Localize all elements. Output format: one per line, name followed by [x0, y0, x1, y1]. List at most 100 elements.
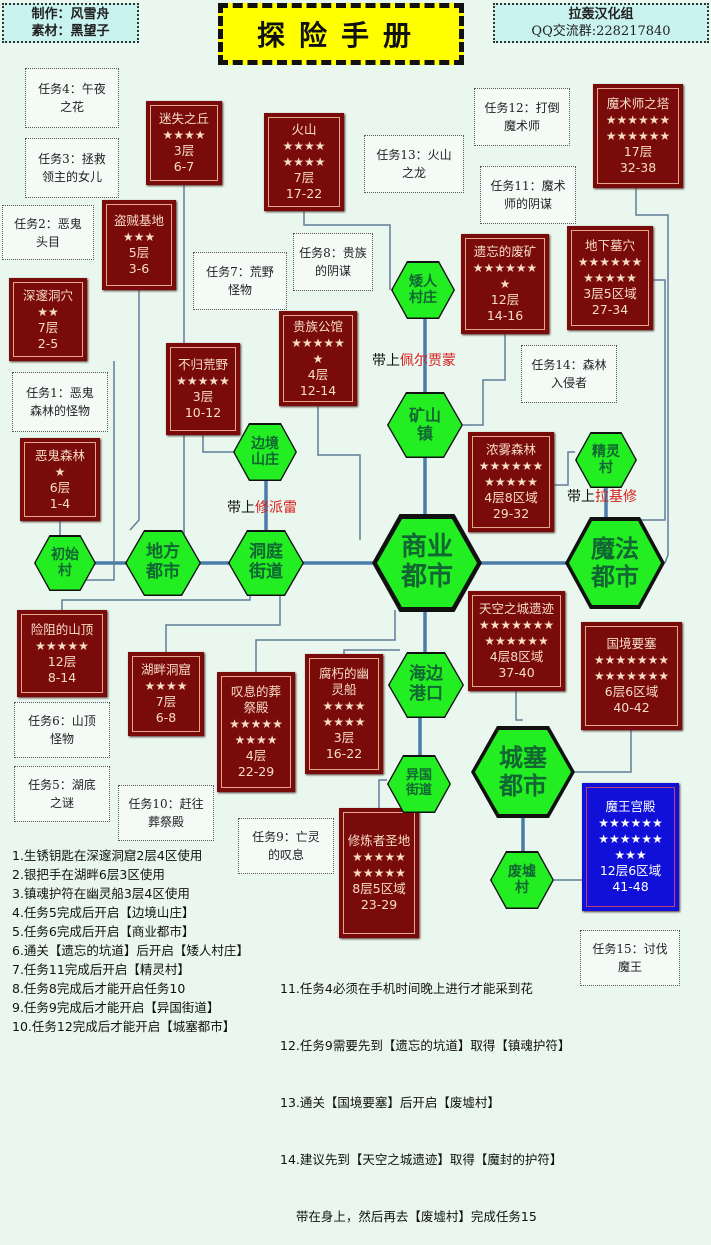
- quest-description: 之花: [59, 100, 84, 114]
- note: 12.任务9需要先到【遗忘的坑道】取得【镇魂护符】: [280, 1038, 571, 1053]
- difficulty-stars: ★★★★★: [484, 475, 538, 489]
- difficulty-stars: ★★★★: [322, 715, 366, 729]
- town-name: 商业: [400, 532, 453, 563]
- quest-box[interactable]: 任务14：森林入侵者: [521, 345, 617, 403]
- page-title: 探险手册: [218, 3, 464, 65]
- dungeon-levels: 41-48: [612, 879, 649, 894]
- town-name: 都市: [591, 562, 639, 591]
- quest-title: 任务14：森林: [531, 358, 607, 372]
- quest-box[interactable]: 任务4：午夜之花: [25, 68, 119, 128]
- note: 13.通关【国境要塞】后开启【废墟村】: [280, 1095, 500, 1110]
- town-name: 村: [515, 880, 529, 896]
- town-name: 山庄: [251, 452, 279, 468]
- town-name: 地方: [146, 542, 180, 563]
- quest-box[interactable]: 任务5：湖底之谜: [14, 766, 110, 822]
- quest-box[interactable]: 任务8：贵族的阴谋: [293, 233, 373, 291]
- quest-description: 葬祭殿: [147, 815, 184, 829]
- companion-prefix: 带上: [567, 489, 595, 505]
- dungeon-levels: 3-6: [128, 261, 150, 276]
- town-name: 村庄: [409, 290, 437, 306]
- note: 5.任务6完成后开启【商业都市】: [12, 924, 195, 939]
- town-node[interactable]: 魔法都市: [565, 517, 665, 609]
- town-name: 都市: [146, 562, 180, 582]
- town-node-inner: 废墟村: [491, 852, 553, 908]
- difficulty-stars: ★: [499, 277, 511, 291]
- town-name: 矿山: [408, 405, 441, 425]
- difficulty-stars: ★★★★★: [352, 866, 406, 880]
- quest-box[interactable]: 任务1：恶鬼森林的怪物: [12, 372, 108, 432]
- quest-title: 任务8：贵族: [299, 246, 367, 260]
- quest-box[interactable]: 任务11：魔术师的阴谋: [480, 166, 576, 224]
- dungeon-name: 贵族公馆: [292, 318, 343, 334]
- dungeon-levels: 22-29: [237, 764, 275, 779]
- town-node-inner: 商业都市: [377, 519, 477, 607]
- dungeon-name: 地下墓穴: [584, 238, 635, 253]
- dungeon-levels: 2-5: [37, 335, 59, 351]
- town-node[interactable]: 异国街道: [387, 755, 451, 813]
- dungeon-name: 叹息的葬: [230, 684, 281, 699]
- companion-note-1: 带上佩尔贾蒙: [372, 350, 456, 370]
- notes-left: 1.生锈钥匙在深邃洞窟2层4区使用 2.银把手在湖畔6层3区使用 3.镇魂护符在…: [12, 846, 249, 1036]
- group-box: 拉轰汉化组 QQ交流群:228217840: [493, 3, 709, 43]
- dungeon-levels: 23-29: [360, 897, 398, 912]
- quest-title: 任务4：午夜: [38, 82, 106, 96]
- dungeon-levels: 27-34: [591, 302, 629, 317]
- dungeon-floors: 4层: [245, 748, 267, 763]
- dungeon-floors: 8层5区域: [352, 881, 406, 896]
- dungeon-name: 不归荒野: [177, 357, 228, 372]
- quest-box[interactable]: 任务12：打倒魔术师: [474, 88, 570, 146]
- dungeon-floors: 7层: [37, 319, 59, 335]
- quest-box[interactable]: 任务9：亡灵的叹息: [238, 818, 334, 874]
- quest-box[interactable]: 任务6：山顶怪物: [14, 702, 110, 758]
- quest-box[interactable]: 任务13：火山之龙: [364, 135, 464, 193]
- difficulty-stars: ★★★★: [144, 679, 188, 693]
- dungeon-floors: 3层: [192, 389, 214, 404]
- dungeon-name: 魔王宫殿: [605, 799, 656, 814]
- dungeon-floors: 3层5区域: [583, 286, 637, 301]
- town-node-inner: 精灵村: [576, 433, 636, 487]
- town-node[interactable]: 废墟村: [490, 851, 554, 909]
- note: 2.银把手在湖畔6层3区使用: [12, 867, 165, 882]
- quest-description: 师的阴谋: [503, 197, 552, 211]
- dungeon-name: 浓雾森林: [485, 442, 536, 457]
- quest-box[interactable]: 任务2：恶鬼头目: [2, 205, 94, 260]
- dungeon-name: 魔术师之塔: [606, 96, 670, 111]
- dungeon-levels: 6-7: [173, 159, 195, 174]
- quest-box[interactable]: 任务3：拯救领主的女儿: [25, 138, 119, 198]
- quest-box[interactable]: 任务10：赶往葬祭殿: [118, 785, 214, 841]
- town-node[interactable]: 地方都市: [125, 530, 201, 596]
- town-node-inner: 矮人村庄: [392, 262, 454, 318]
- quest-box[interactable]: 任务15：讨伐魔王: [580, 930, 680, 986]
- quest-box[interactable]: 任务7：荒野怪物: [193, 252, 287, 310]
- town-name: 精灵: [592, 443, 620, 460]
- difficulty-stars: ★★★★: [282, 155, 326, 169]
- dungeon-name: 湖畔洞窟: [140, 662, 191, 677]
- difficulty-stars: ★★★★★: [583, 271, 637, 285]
